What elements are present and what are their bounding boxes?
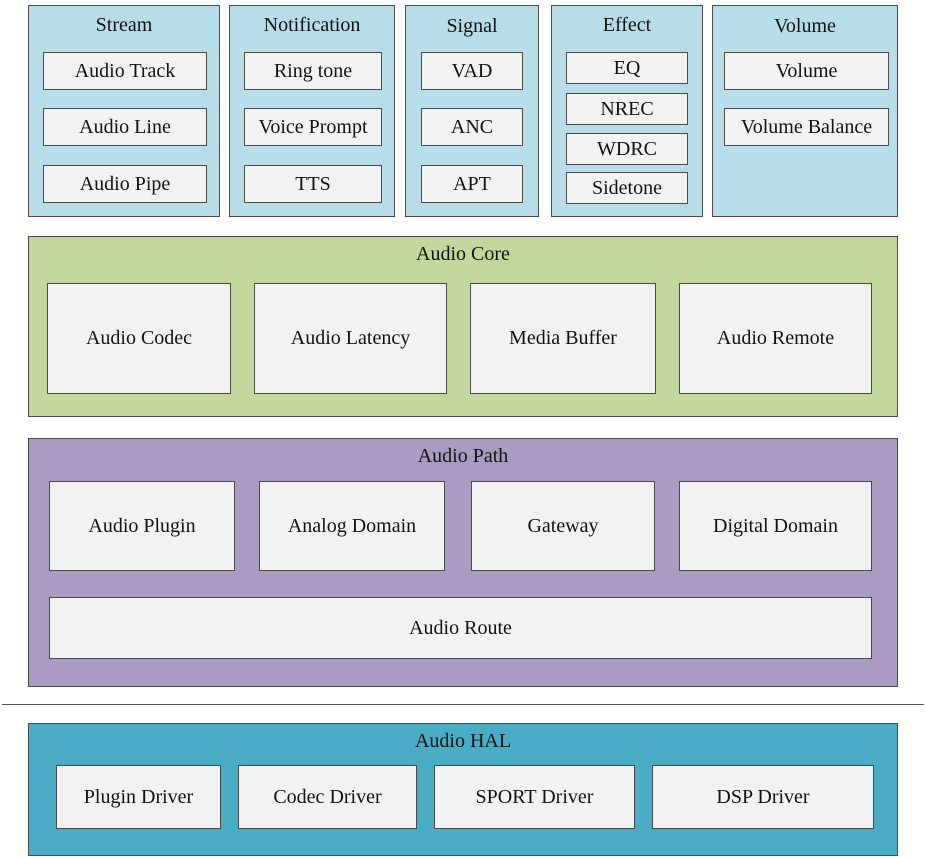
effect-title: Effect [602, 14, 652, 36]
audio-plugin-box: Audio Plugin [49, 481, 235, 571]
audio-latency-box: Audio Latency [254, 283, 447, 394]
voice-prompt-box: Voice Prompt [244, 108, 382, 146]
eq-box: EQ [566, 52, 688, 84]
ring-tone-box: Ring tone [244, 52, 382, 90]
volume-box: Volume [724, 52, 889, 90]
volume-balance-box: Volume Balance [724, 108, 889, 146]
audio-line-box: Audio Line [43, 108, 207, 146]
vad-box: VAD [421, 52, 523, 90]
tts-box: TTS [244, 165, 382, 203]
audio-hal-title: Audio HAL [414, 730, 512, 752]
codec-driver-box: Codec Driver [238, 765, 417, 829]
layer-divider [2, 704, 924, 705]
audio-pipe-box: Audio Pipe [43, 165, 207, 203]
audio-codec-box: Audio Codec [47, 283, 231, 394]
stream-title: Stream [95, 14, 153, 36]
volume-title: Volume [774, 15, 836, 37]
audio-track-box: Audio Track [43, 52, 207, 90]
analog-domain-box: Analog Domain [259, 481, 445, 571]
gateway-box: Gateway [471, 481, 655, 571]
audio-remote-box: Audio Remote [679, 283, 872, 394]
digital-domain-box: Digital Domain [679, 481, 872, 571]
sport-driver-box: SPORT Driver [434, 765, 635, 829]
dsp-driver-box: DSP Driver [652, 765, 874, 829]
nrec-box: NREC [566, 93, 688, 125]
notification-title: Notification [263, 14, 361, 36]
audio-route-box: Audio Route [49, 597, 872, 659]
signal-title: Signal [446, 15, 498, 37]
apt-box: APT [421, 165, 523, 203]
plugin-driver-box: Plugin Driver [56, 765, 221, 829]
audio-core-title: Audio Core [416, 243, 510, 265]
sidetone-box: Sidetone [566, 172, 688, 204]
audio-path-title: Audio Path [417, 445, 509, 467]
media-buffer-box: Media Buffer [470, 283, 656, 394]
anc-box: ANC [421, 108, 523, 146]
wdrc-box: WDRC [566, 133, 688, 165]
